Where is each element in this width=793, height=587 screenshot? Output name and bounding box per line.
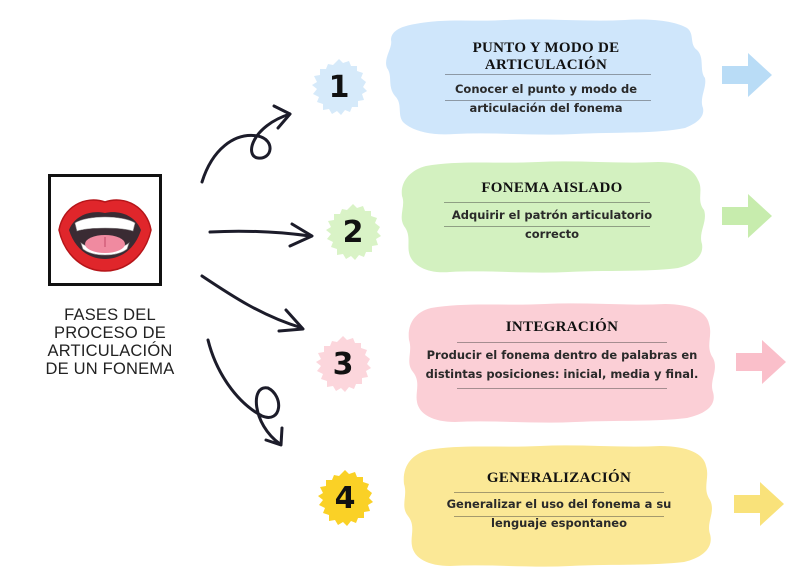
divider <box>454 516 664 517</box>
divider <box>444 226 650 227</box>
divider <box>457 342 667 343</box>
phase-description: lenguaje espontaneo <box>491 516 627 530</box>
phase-number: 2 <box>342 215 364 250</box>
phase-description: articulación del fonema <box>469 101 623 115</box>
phase-title: ARTICULACIÓN <box>484 57 608 73</box>
phase-number: 4 <box>334 481 356 516</box>
phase-title: PUNTO Y MODO DE <box>472 40 620 56</box>
phase-2-next-arrow <box>722 194 772 243</box>
title-line: FASES DEL <box>64 306 156 324</box>
divider <box>445 74 651 75</box>
title-line: DE UN FONEMA <box>45 360 175 378</box>
phase-1-card: PUNTO Y MODO DE ARTICULACIÓN Conocer el … <box>385 18 707 136</box>
phase-4-next-arrow <box>734 482 784 531</box>
open-mouth-icon <box>58 199 152 272</box>
arrow-to-phase-2 <box>208 222 314 248</box>
phase-title: INTEGRACIÓN <box>505 319 619 335</box>
phase-3-badge: 3 <box>312 334 374 396</box>
phase-description: correcto <box>524 227 580 241</box>
phase-description: distintas posiciones: inicial, media y f… <box>425 367 699 381</box>
phase-number: 3 <box>332 347 354 382</box>
arrow-to-phase-1 <box>200 104 292 184</box>
diagram-title: FASES DEL PROCESO DE ARTICULACIÓN DE UN … <box>20 306 200 378</box>
phase-description: Generalizar el uso del fonema a su <box>446 497 672 511</box>
phase-1-badge: 1 <box>308 57 370 119</box>
phase-3-next-arrow <box>736 340 786 389</box>
mouth-illustration <box>48 174 162 286</box>
phase-4-badge: 4 <box>314 468 376 530</box>
phase-number: 1 <box>328 70 350 105</box>
phase-3-card: INTEGRACIÓN Producir el fonema dentro de… <box>405 300 719 424</box>
phase-description: Producir el fonema dentro de palabras en <box>426 348 698 362</box>
divider <box>445 100 651 101</box>
phase-title: GENERALIZACIÓN <box>486 470 632 486</box>
phase-title: FONEMA AISLADO <box>481 180 623 196</box>
phase-2-card: FONEMA AISLADO Adquirir el patrón articu… <box>398 160 706 274</box>
phase-1-next-arrow <box>722 53 772 102</box>
phase-2-badge: 2 <box>322 202 384 264</box>
arrow-to-phase-4 <box>206 338 284 447</box>
divider <box>444 202 650 203</box>
arrow-to-phase-3 <box>200 274 305 333</box>
title-line: ARTICULACIÓN <box>47 342 173 360</box>
phase-description: Adquirir el patrón articulatorio <box>451 208 653 222</box>
divider <box>457 388 667 389</box>
phase-4-card: GENERALIZACIÓN Generalizar el uso del fo… <box>400 440 718 568</box>
phase-description: Conocer el punto y modo de <box>454 82 638 96</box>
divider <box>454 492 664 493</box>
title-line: PROCESO DE <box>53 324 167 342</box>
